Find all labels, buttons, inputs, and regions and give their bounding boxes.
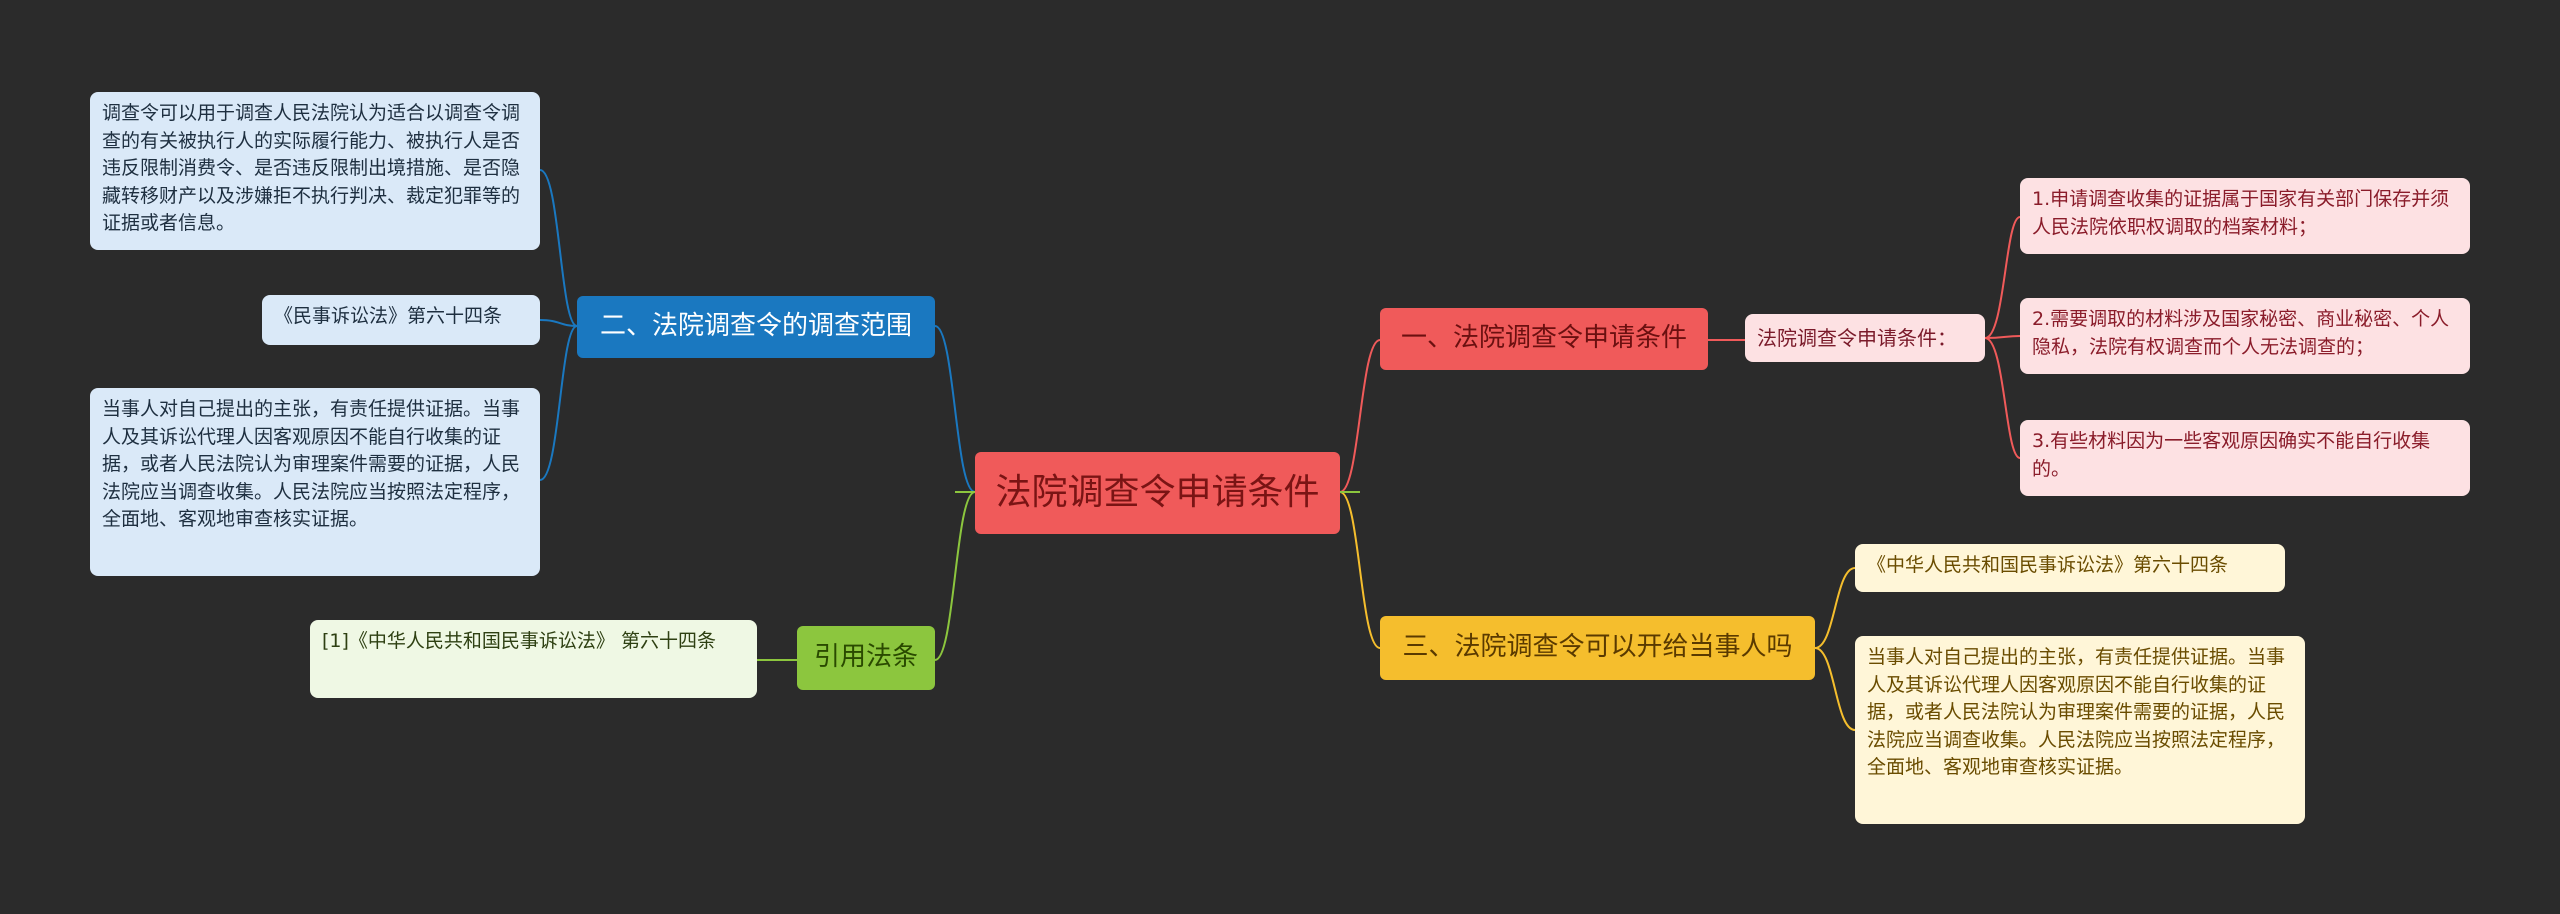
link-mid-item3 (1984, 337, 2021, 459)
conditions-intro[interactable]: 法院调查令申请条件： (1745, 314, 1985, 362)
branch-one-label: 一、法院调查令申请条件 (1400, 323, 1687, 354)
branch-three-label: 三、法院调查令可以开给当事人吗 (1402, 632, 1793, 663)
cite-item-1[interactable]: [1]《中华人民共和国民事诉讼法》 第六十四条 (310, 620, 757, 698)
root-topic[interactable]: 法院调查令申请条件 (975, 452, 1340, 534)
branch-application-conditions[interactable]: 一、法院调查令申请条件 (1380, 308, 1708, 370)
condition-item-3[interactable]: 3.有些材料因为一些客观原因确实不能自行收集的。 (2020, 420, 2470, 496)
party-item-1-text: 《中华人民共和国民事诉讼法》第六十四条 (1867, 554, 2229, 576)
link-mid-item1 (1984, 216, 2021, 339)
condition-item-3-text: 3.有些材料因为一些客观原因确实不能自行收集的。 (2032, 430, 2431, 480)
branch-issue-to-party[interactable]: 三、法院调查令可以开给当事人吗 (1380, 616, 1815, 680)
branch-two-label: 二、法院调查令的调查范围 (599, 311, 912, 342)
scope-item-1[interactable]: 调查令可以用于调查人民法院认为适合以调查令调查的有关被执行人的实际履行能力、被执… (90, 92, 540, 250)
link-three-item1 (1814, 567, 1856, 649)
condition-item-2[interactable]: 2.需要调取的材料涉及国家秘密、商业秘密、个人隐私，法院有权调查而个人无法调查的… (2020, 298, 2470, 374)
scope-item-3-text: 当事人对自己提出的主张，有责任提供证据。当事人及其诉讼代理人因客观原因不能自行收… (102, 398, 521, 531)
condition-item-2-text: 2.需要调取的材料涉及国家秘密、商业秘密、个人隐私，法院有权调查而个人无法调查的… (2032, 308, 2450, 358)
link-two-item2 (539, 319, 578, 327)
condition-item-1-text: 1.申请调查收集的证据属于国家有关部门保存并须人民法院依职权调取的档案材料； (2032, 188, 2450, 238)
link-mid-item2 (1984, 335, 2021, 339)
root-title: 法院调查令申请条件 (995, 471, 1320, 513)
condition-item-1[interactable]: 1.申请调查收集的证据属于国家有关部门保存并须人民法院依职权调取的档案材料； (2020, 178, 2470, 254)
scope-item-3[interactable]: 当事人对自己提出的主张，有责任提供证据。当事人及其诉讼代理人因客观原因不能自行收… (90, 388, 540, 576)
link-root-one (1339, 339, 1381, 493)
party-item-2[interactable]: 当事人对自己提出的主张，有责任提供证据。当事人及其诉讼代理人因客观原因不能自行收… (1855, 636, 2305, 824)
link-root-three (1339, 491, 1381, 649)
branch-investigation-scope[interactable]: 二、法院调查令的调查范围 (577, 296, 935, 358)
cite-item-1-text: [1]《中华人民共和国民事诉讼法》 第六十四条 (322, 630, 716, 652)
party-item-1[interactable]: 《中华人民共和国民事诉讼法》第六十四条 (1855, 544, 2285, 592)
link-two-item1 (539, 169, 578, 327)
link-root-cite (934, 491, 976, 661)
scope-item-2-text: 《民事诉讼法》第六十四条 (274, 305, 503, 327)
branch-cite-label: 引用法条 (813, 642, 918, 673)
link-root-two (934, 325, 976, 493)
party-item-2-text: 当事人对自己提出的主张，有责任提供证据。当事人及其诉讼代理人因客观原因不能自行收… (1867, 646, 2286, 779)
link-two-item3 (539, 325, 578, 481)
conditions-intro-text: 法院调查令申请条件： (1757, 325, 1957, 350)
link-three-item2 (1814, 647, 1856, 731)
scope-item-2[interactable]: 《民事诉讼法》第六十四条 (262, 295, 540, 345)
scope-item-1-text: 调查令可以用于调查人民法院认为适合以调查令调查的有关被执行人的实际履行能力、被执… (102, 102, 521, 235)
branch-cited-law[interactable]: 引用法条 (797, 626, 935, 690)
